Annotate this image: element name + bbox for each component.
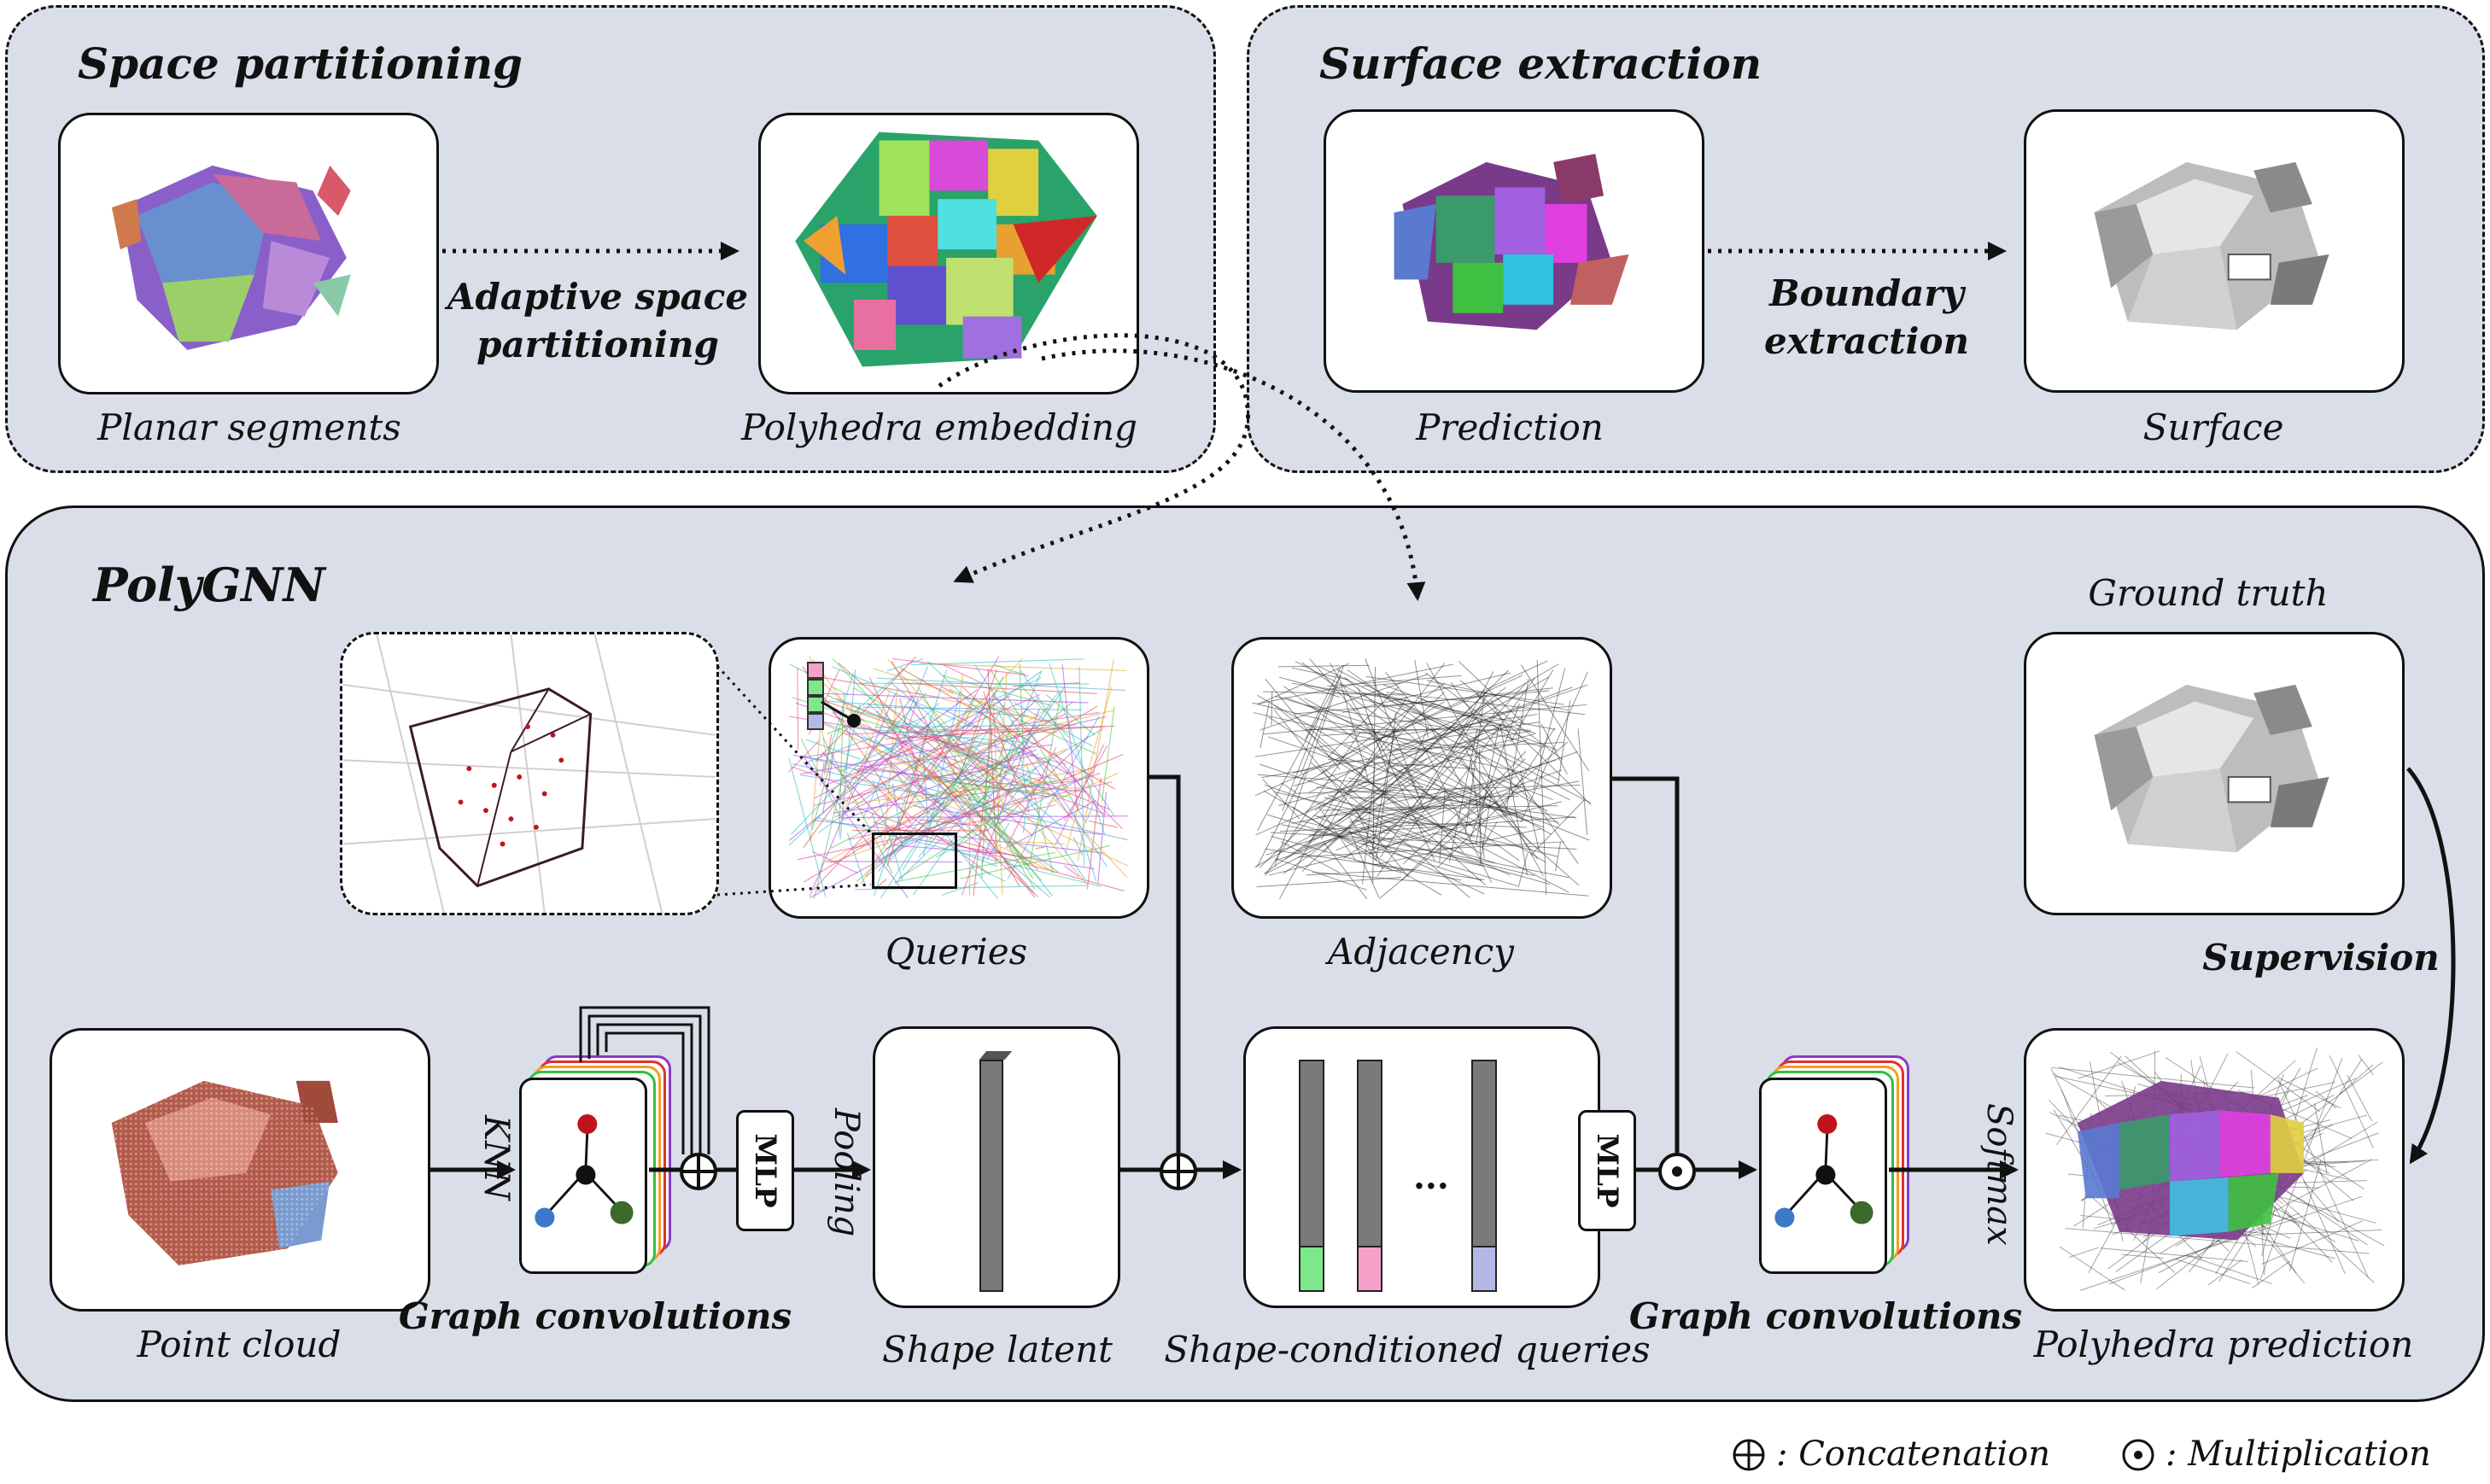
- surface-image: [2024, 109, 2405, 393]
- planar-segments-caption: Planar segments: [97, 406, 401, 448]
- graph-conv-2-label: Graph convolutions: [1628, 1295, 2023, 1337]
- sc-query-bar-2: [1357, 1060, 1382, 1292]
- node-red-icon: [1817, 1114, 1838, 1135]
- shape-conditioned-queries-caption: Shape-conditioned queries: [1164, 1329, 1651, 1370]
- point-cloud-caption: Point cloud: [137, 1323, 342, 1365]
- sc-query-tail-2: [1359, 1246, 1381, 1290]
- sc-ellipsis: ...: [1413, 1157, 1449, 1197]
- surface-extraction-title: Surface extraction: [1319, 38, 1762, 89]
- node-green-icon: [610, 1201, 634, 1224]
- shape-conditioned-queries-box: ...: [1243, 1026, 1600, 1308]
- query-zoom-inset: [340, 632, 719, 915]
- legend-concatenation: : Concatenation: [1776, 1434, 2050, 1474]
- query-vec-cell-lavender: [807, 713, 824, 730]
- knn-label: KNN: [476, 1115, 516, 1201]
- adjacency-image: [1231, 637, 1612, 919]
- adaptive-line2: partitioning: [476, 324, 719, 365]
- supervision-label: Supervision: [2202, 937, 2440, 979]
- boundary-extraction-label: Boundary extraction: [1764, 270, 1969, 365]
- queries-caption: Queries: [885, 931, 1028, 973]
- adaptive-space-partitioning-label: Adaptive space partitioning: [447, 273, 748, 369]
- query-vec-cell-green2: [807, 696, 824, 713]
- node-center-icon: [1815, 1165, 1836, 1185]
- adjacency-caption: Adjacency: [1328, 931, 1514, 973]
- mlp-1-label: MLP: [748, 1133, 782, 1208]
- graph-conv-1-layer-front: [519, 1078, 647, 1274]
- sc-query-bar-1: [1299, 1060, 1324, 1292]
- sc-query-tail-3: [1473, 1246, 1495, 1290]
- sc-query-bar-3: [1471, 1060, 1497, 1292]
- mlp-1-block: MLP: [736, 1110, 794, 1231]
- node-green-icon: [1850, 1201, 1873, 1224]
- boundary-line1: Boundary: [1769, 272, 1964, 314]
- surface-caption: Surface: [2142, 406, 2284, 448]
- query-vec-cell-pink: [807, 662, 824, 679]
- query-zoom-rect: [872, 833, 957, 889]
- graph-conv-2-layer-front: [1759, 1078, 1887, 1274]
- queries-image: [769, 637, 1149, 919]
- shape-latent-box: [873, 1026, 1120, 1308]
- prediction-caption: Prediction: [1416, 406, 1604, 448]
- mlp-2-block: MLP: [1578, 1110, 1636, 1231]
- legend-multiplication: : Multiplication: [2166, 1434, 2431, 1474]
- node-red-icon: [577, 1114, 598, 1135]
- adaptive-line1: Adaptive space: [447, 276, 749, 318]
- legend-mult-icon: [2121, 1438, 2155, 1472]
- latent-bar-top: [979, 1051, 1013, 1060]
- prediction-image: [1324, 109, 1704, 393]
- query-feature-vector: [807, 662, 824, 733]
- polygnn-title: PolyGNN: [93, 558, 325, 612]
- point-cloud-image: [50, 1028, 430, 1312]
- latent-bar: [979, 1060, 1003, 1292]
- mlp-2-label: MLP: [1590, 1133, 1624, 1208]
- node-blue-icon: [1774, 1207, 1795, 1228]
- graph-conv-1-label: Graph convolutions: [398, 1295, 792, 1337]
- polyhedra-embedding-image: [758, 113, 1139, 394]
- pooling-label: Pooling: [827, 1108, 866, 1237]
- node-blue-icon: [535, 1207, 555, 1228]
- legend-concat-icon: [1732, 1438, 1766, 1472]
- boundary-line2: extraction: [1764, 320, 1969, 362]
- ground-truth-image: [2024, 632, 2405, 915]
- shape-latent-caption: Shape latent: [881, 1329, 1113, 1370]
- ground-truth-caption: Ground truth: [2088, 572, 2329, 614]
- polyhedra-prediction-caption: Polyhedra prediction: [2033, 1323, 2414, 1365]
- sc-query-tail-1: [1301, 1246, 1323, 1290]
- query-vec-cell-green1: [807, 679, 824, 696]
- space-partitioning-title: Space partitioning: [78, 38, 523, 89]
- planar-segments-image: [58, 113, 439, 394]
- node-center-icon: [576, 1165, 596, 1185]
- softmax-label: Softmax: [1979, 1103, 2019, 1246]
- polyhedra-prediction-image: [2024, 1028, 2405, 1312]
- polyhedra-embedding-caption: Polyhedra embedding: [741, 406, 1137, 448]
